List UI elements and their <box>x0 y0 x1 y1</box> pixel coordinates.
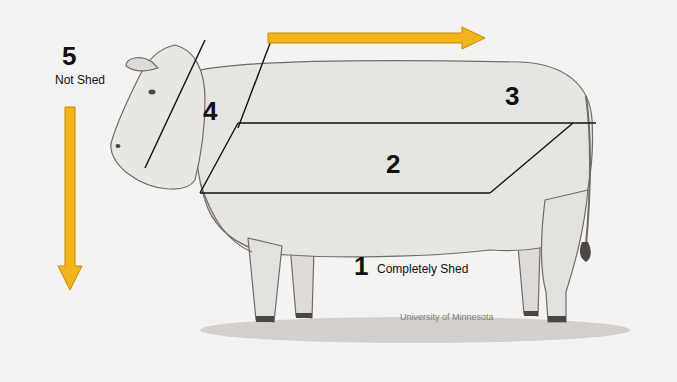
score-number: 4 <box>203 97 217 126</box>
score-number: 1 <box>354 252 368 281</box>
cow-nostril <box>116 144 121 148</box>
zone-line <box>238 38 272 128</box>
cow-body <box>195 60 593 256</box>
zone-line <box>238 122 596 123</box>
score-number: 5 <box>62 42 76 71</box>
cow-ear <box>126 58 158 71</box>
far-hind-leg <box>518 246 540 316</box>
score-number: 2 <box>386 150 400 179</box>
near-front-leg <box>248 238 282 322</box>
cow-head <box>111 45 205 189</box>
zone-line <box>200 123 238 193</box>
watermark: University of Minnesota <box>400 313 494 323</box>
zone-line <box>200 192 490 193</box>
cow-tail <box>586 96 590 245</box>
hoof <box>524 311 538 316</box>
hoof <box>256 316 274 322</box>
tail-switch <box>580 242 591 262</box>
shed-direction-arrow <box>58 107 82 290</box>
score-caption: Not Shed <box>55 74 105 87</box>
zone-line <box>145 40 205 168</box>
hoof <box>296 313 312 318</box>
zone-line <box>490 123 573 193</box>
cow-eye <box>149 90 156 95</box>
shed-direction-arrow <box>268 27 485 49</box>
score-number: 3 <box>505 82 519 111</box>
score-caption: Completely Shed <box>377 263 468 276</box>
hoof <box>548 316 566 322</box>
